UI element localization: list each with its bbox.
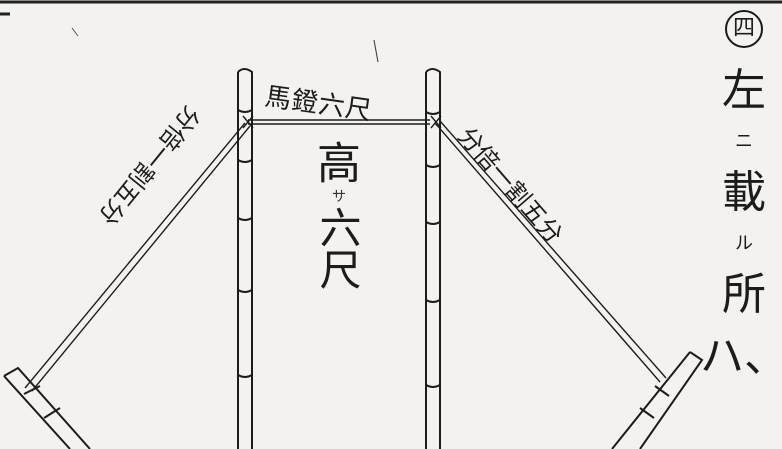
left-bamboo-pole	[237, 68, 253, 449]
caption-char: 所	[722, 269, 766, 320]
caption-text: 左ニ載ル所ハ、	[700, 60, 782, 388]
right-stay-rope	[434, 120, 667, 383]
height-label-value: 六尺	[313, 206, 362, 290]
right-ground-stake	[611, 351, 704, 449]
right-bamboo-pole	[425, 68, 441, 449]
stray-mark	[71, 27, 79, 37]
caption-char: 左	[722, 65, 766, 116]
caption-column: 四 左ニ載ル所ハ、	[700, 10, 782, 449]
stray-mark	[373, 39, 379, 63]
caption-kana: ル	[735, 233, 753, 254]
left-ground-stake	[3, 366, 91, 449]
caption-char: ハ、	[700, 331, 782, 382]
caption-marker: 四	[725, 10, 763, 48]
height-label-kana: サ	[332, 189, 346, 205]
height-label-main-1: 高	[309, 140, 360, 184]
left-stay-rope	[24, 122, 251, 392]
caption-char: 載	[722, 167, 766, 218]
height-label: 高	[309, 140, 360, 184]
caption-kana: ニ	[735, 131, 753, 152]
top-rope	[242, 115, 442, 129]
